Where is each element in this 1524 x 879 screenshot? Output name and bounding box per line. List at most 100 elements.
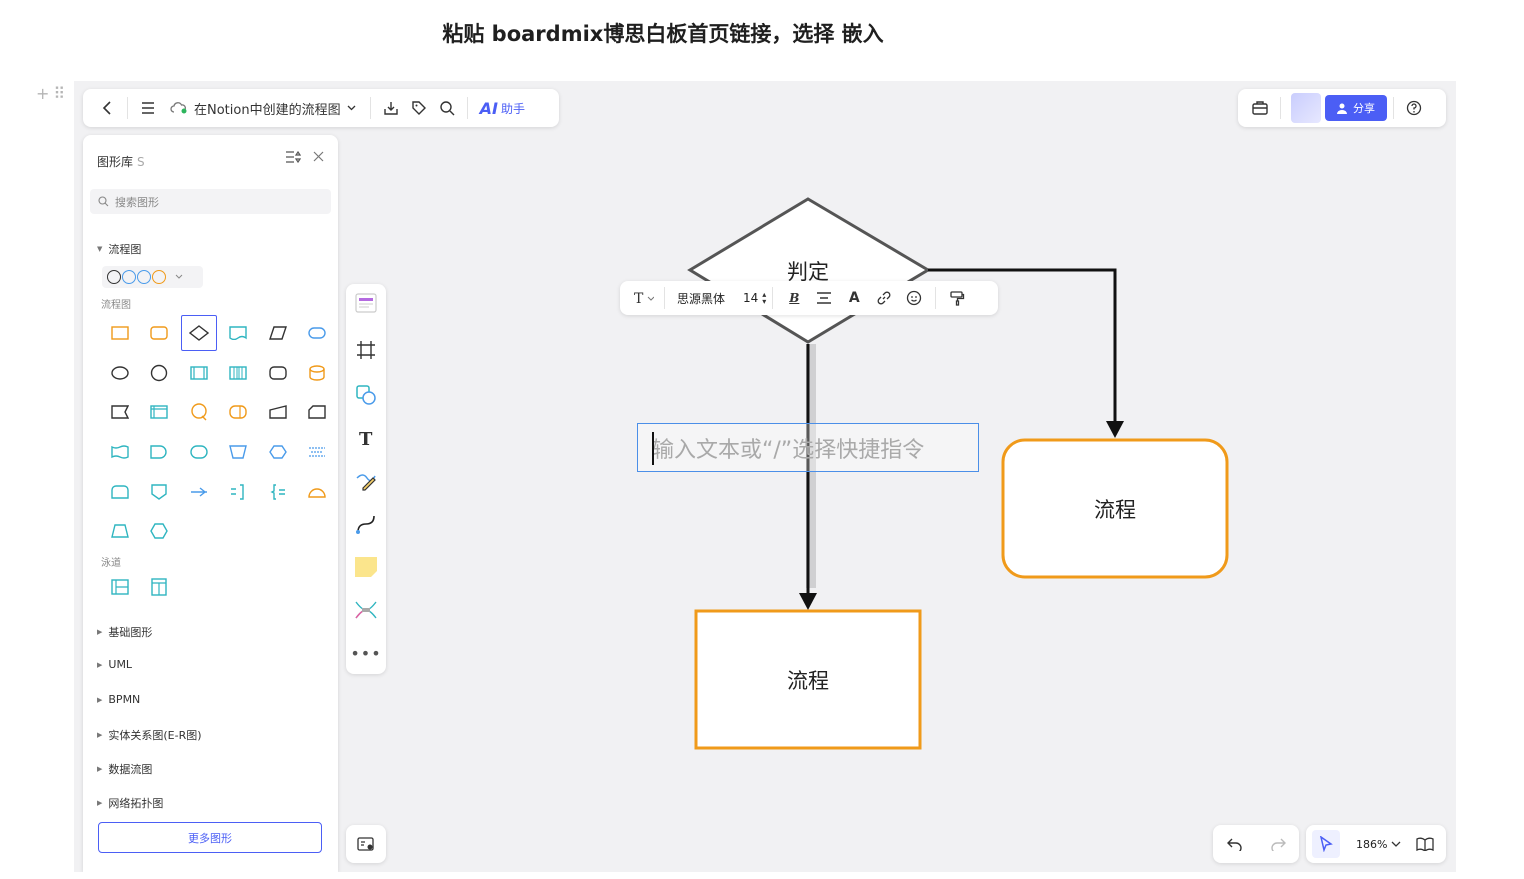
divider <box>466 97 468 119</box>
template-tool[interactable] <box>351 288 381 318</box>
rounded-rect-tile[interactable] <box>258 353 298 393</box>
brace-shape-tile[interactable] <box>258 472 298 512</box>
tag-button[interactable] <box>405 94 433 122</box>
mindmap-tool[interactable] <box>351 595 381 625</box>
font-family-select[interactable]: 思源黑体 <box>677 291 726 306</box>
section-flowchart[interactable]: ▼流程图 <box>97 241 141 257</box>
color-theme-select[interactable] <box>102 266 203 288</box>
card-shape-tile[interactable] <box>298 392 338 432</box>
font-size-input[interactable]: 14 <box>743 291 759 305</box>
vertical-swimlane-tile[interactable] <box>140 567 180 607</box>
share-label: 分享 <box>1353 102 1375 115</box>
connector-right[interactable] <box>928 268 1117 424</box>
chevron-down-icon[interactable] <box>1391 841 1401 847</box>
loop-limit-tile[interactable] <box>179 432 219 472</box>
display-shape-tile[interactable] <box>179 392 219 432</box>
trapezoid-shape-tile[interactable] <box>219 432 259 472</box>
preparation-shape-tile[interactable] <box>258 432 298 472</box>
section-collapsed[interactable]: ▶UML <box>97 658 132 671</box>
shape-tool[interactable] <box>351 380 381 410</box>
half-circle-tile[interactable] <box>298 472 338 512</box>
search-icon <box>98 196 109 207</box>
search-button[interactable] <box>433 94 461 122</box>
text-input-box[interactable]: 输入文本或“/”选择快捷指令 <box>637 423 979 472</box>
download-button[interactable] <box>377 94 405 122</box>
section-collapsed[interactable]: ▶实体关系图(E-R图) <box>97 727 202 743</box>
hexagon-shape-tile[interactable] <box>140 511 180 551</box>
font-color-button[interactable]: A <box>839 284 869 312</box>
stored-data-tile[interactable] <box>219 392 259 432</box>
help-button[interactable] <box>1400 94 1428 122</box>
font-size-stepper-icon[interactable]: ▴▾ <box>762 290 767 306</box>
bold-button[interactable]: B <box>779 284 809 312</box>
undo-button[interactable] <box>1221 830 1249 858</box>
document-shape-tile[interactable] <box>219 313 259 353</box>
text-type-button[interactable]: T <box>628 284 658 312</box>
share-button[interactable]: 分享 <box>1325 95 1387 121</box>
internal-storage-tile[interactable] <box>140 392 180 432</box>
delay-shape-tile[interactable] <box>140 432 180 472</box>
add-user-icon <box>1337 103 1347 114</box>
trapezoid-up-tile[interactable] <box>100 511 140 551</box>
whiteboard-canvas[interactable]: 判定 流程 流程 输入文本或“/”选择快捷指令 T 思源黑体 14 ▴▾ B A… <box>74 81 1456 872</box>
section-collapsed[interactable]: ▶网络拓扑图 <box>97 795 163 811</box>
data-shape-tile[interactable] <box>258 313 298 353</box>
format-painter-button[interactable] <box>942 284 972 312</box>
toolbox-button[interactable] <box>1246 94 1274 122</box>
emoji-button[interactable] <box>899 284 929 312</box>
shape-search-input[interactable]: 搜索图形 <box>90 189 331 214</box>
annotation-shape-tile[interactable] <box>298 432 338 472</box>
section-collapsed[interactable]: ▶数据流图 <box>97 761 152 777</box>
file-name-dropdown[interactable]: 在Notion中创建的流程图 <box>162 99 364 118</box>
section-collapsed[interactable]: ▶基础图形 <box>97 624 152 640</box>
circle-shape-tile[interactable] <box>140 353 180 393</box>
terminator-shape-tile[interactable] <box>298 313 338 353</box>
flow-arrow-tile[interactable] <box>179 472 219 512</box>
section-collapsed[interactable]: ▶BPMN <box>97 693 140 706</box>
ellipse-shape-tile[interactable] <box>100 353 140 393</box>
minimap-toggle-button[interactable] <box>346 825 386 863</box>
parallel-mode-tile[interactable] <box>219 353 259 393</box>
align-button[interactable] <box>809 284 839 312</box>
process-shape-right[interactable] <box>1001 438 1229 579</box>
tape-shape-tile[interactable] <box>100 432 140 472</box>
svg-text:T: T <box>634 291 644 305</box>
manual-input-tile[interactable] <box>100 392 140 432</box>
text-tool[interactable]: T <box>351 423 381 453</box>
offpage-ref-tile[interactable] <box>140 472 180 512</box>
sticky-note-tool[interactable] <box>351 552 381 582</box>
caret-down-icon: ▼ <box>97 245 103 253</box>
connector-icon <box>356 515 375 534</box>
guide-button[interactable] <box>1411 830 1439 858</box>
menu-button[interactable] <box>134 94 162 122</box>
connector-tool[interactable] <box>351 509 381 539</box>
select-tool-button[interactable] <box>1312 830 1340 858</box>
block-handle[interactable]: +⠿ <box>36 84 65 103</box>
redo-button[interactable] <box>1264 830 1292 858</box>
sort-icon[interactable] <box>285 150 302 167</box>
process-shape-bottom[interactable] <box>694 609 922 750</box>
more-shapes-button[interactable]: 更多图形 <box>98 822 322 853</box>
off-page-tile[interactable] <box>100 472 140 512</box>
divider <box>772 287 774 309</box>
predefined-process-tile[interactable] <box>179 353 219 393</box>
pen-tool[interactable] <box>351 466 381 496</box>
decision-shape-tile[interactable] <box>179 313 219 353</box>
subsection-label: 流程图 <box>101 300 131 311</box>
alt-process-shape-tile[interactable] <box>140 313 180 353</box>
horizontal-swimlane-tile[interactable] <box>100 567 140 607</box>
manual-op-tile[interactable] <box>258 392 298 432</box>
link-button[interactable] <box>869 284 899 312</box>
zoom-level[interactable]: 186% <box>1356 837 1388 851</box>
frame-tool[interactable] <box>351 335 381 365</box>
back-button[interactable] <box>93 94 121 122</box>
close-icon[interactable] <box>313 151 324 167</box>
database-shape-tile[interactable] <box>298 353 338 393</box>
bracket-shape-tile[interactable] <box>219 472 259 512</box>
more-tools-icon[interactable]: ••• <box>350 643 382 663</box>
avatar[interactable] <box>1291 93 1321 123</box>
plus-icon[interactable]: + <box>36 84 50 103</box>
drag-handle-icon[interactable]: ⠿ <box>53 84 66 103</box>
process-shape-tile[interactable] <box>100 313 140 353</box>
